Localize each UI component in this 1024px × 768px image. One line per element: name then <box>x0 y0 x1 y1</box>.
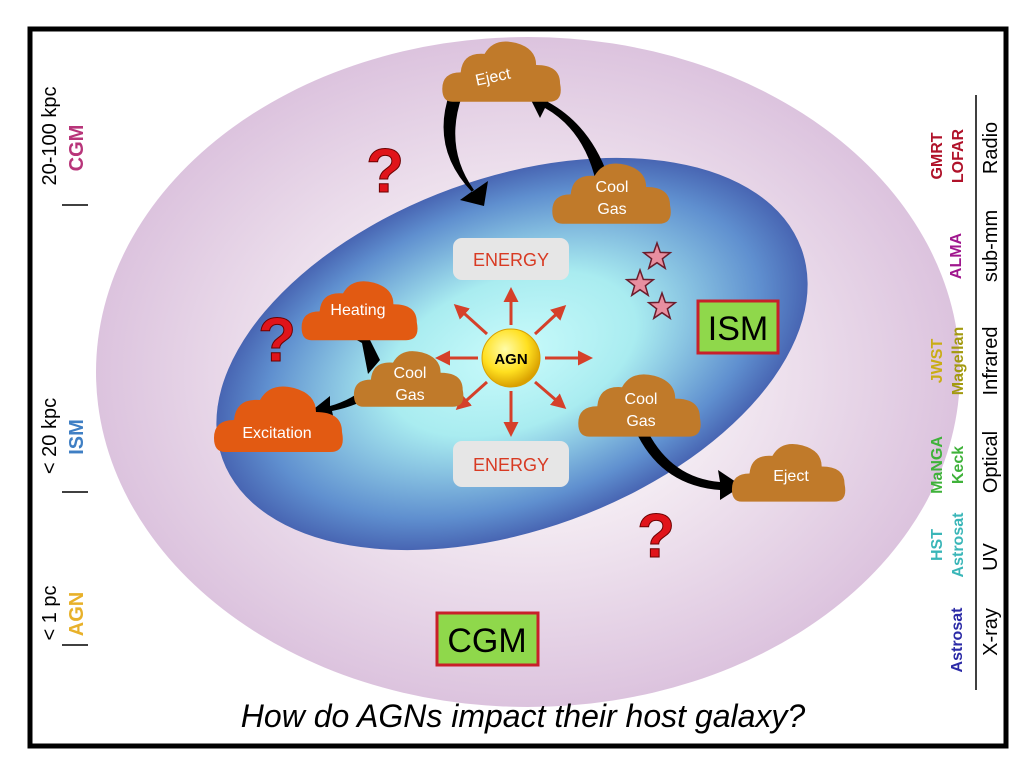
arrow-eject-right-icon <box>638 432 742 500</box>
energy-label-top: ENERGY <box>473 250 549 270</box>
band-uv: UV <box>980 542 1002 570</box>
scale-size-ism: < 20 kpc <box>39 398 61 474</box>
cloud-heating: Heating <box>301 281 418 341</box>
band-optical: Optical <box>980 431 1002 493</box>
cloud-excitation-label: Excitation <box>242 425 311 442</box>
cgm-label-box: CGM <box>435 611 540 667</box>
cloud-cool-gas-right: Cool Gas <box>578 374 701 437</box>
scale-size-agn: < 1 pc <box>39 585 61 640</box>
telescope-astrosat-xray: Astrosat <box>949 607 966 673</box>
scale-region-cgm: CGM <box>66 125 88 172</box>
question-mark-icon: ? <box>637 502 675 571</box>
cloud-excitation: Excitation <box>214 386 343 452</box>
question-mark-icon: ? <box>366 137 404 206</box>
scale-region-agn: AGN <box>66 592 88 636</box>
energy-label-bottom: ENERGY <box>473 455 549 475</box>
telescope-manga: MaNGA <box>929 436 946 494</box>
telescope-hst: HST <box>929 529 946 561</box>
energy-box-top: ENERGY <box>453 238 569 280</box>
ism-label: ISM <box>708 310 768 348</box>
band-infrared: Infrared <box>980 327 1002 396</box>
scale-region-ism: ISM <box>66 419 88 455</box>
arrow-eject-down-icon <box>443 92 488 206</box>
scale-size-cgm: 20-100 kpc <box>39 87 61 186</box>
telescope-astrosat-uv: Astrosat <box>950 512 967 578</box>
question-mark-icon: ? <box>258 306 296 375</box>
telescope-jwst: JWST <box>929 339 946 384</box>
telescope-magellan: Magellan <box>950 327 967 395</box>
cloud-cool-gas-top-line2: Gas <box>597 201 626 218</box>
energy-box-bottom: ENERGY <box>453 441 569 487</box>
question-marks: ? ? ? <box>258 137 676 572</box>
telescope-keck: Keck <box>950 446 967 484</box>
cloud-cool-gas-top: Cool Gas <box>552 163 671 224</box>
figure-caption: How do AGNs impact their host galaxy? <box>241 698 806 734</box>
energy-arrows <box>435 287 593 437</box>
ism-label-box: ISM <box>696 299 780 355</box>
cloud-cool-gas-left-line2: Gas <box>395 387 424 404</box>
cloud-cool-gas-right-line2: Gas <box>626 413 655 430</box>
cloud-eject-right-label: Eject <box>773 468 809 485</box>
right-scale: Radio sub-mm Infrared Optical UV X-ray L… <box>929 95 1002 690</box>
cloud-cool-gas-right-line1: Cool <box>625 391 658 408</box>
cloud-cool-gas-top-line1: Cool <box>596 179 629 196</box>
cloud-heating-label: Heating <box>330 302 385 319</box>
band-submm: sub-mm <box>980 210 1002 282</box>
cloud-eject-right: Eject <box>731 444 846 502</box>
cgm-label: CGM <box>447 622 526 660</box>
telescope-alma: ALMA <box>948 232 965 279</box>
left-scale: 20-100 kpc CGM < 20 kpc ISM < 1 pc AGN <box>39 87 88 646</box>
telescope-gmrt: GMRT <box>929 132 946 179</box>
cloud-eject-top: Eject <box>442 41 561 102</box>
cloud-cool-gas-left-line1: Cool <box>394 365 427 382</box>
agn-core <box>481 328 541 388</box>
telescope-lofar: LOFAR <box>950 128 967 183</box>
cloud-cool-gas-left: Cool Gas <box>353 351 464 407</box>
agn-label: AGN <box>494 351 527 368</box>
band-radio: Radio <box>980 122 1002 174</box>
band-xray: X-ray <box>980 608 1002 656</box>
